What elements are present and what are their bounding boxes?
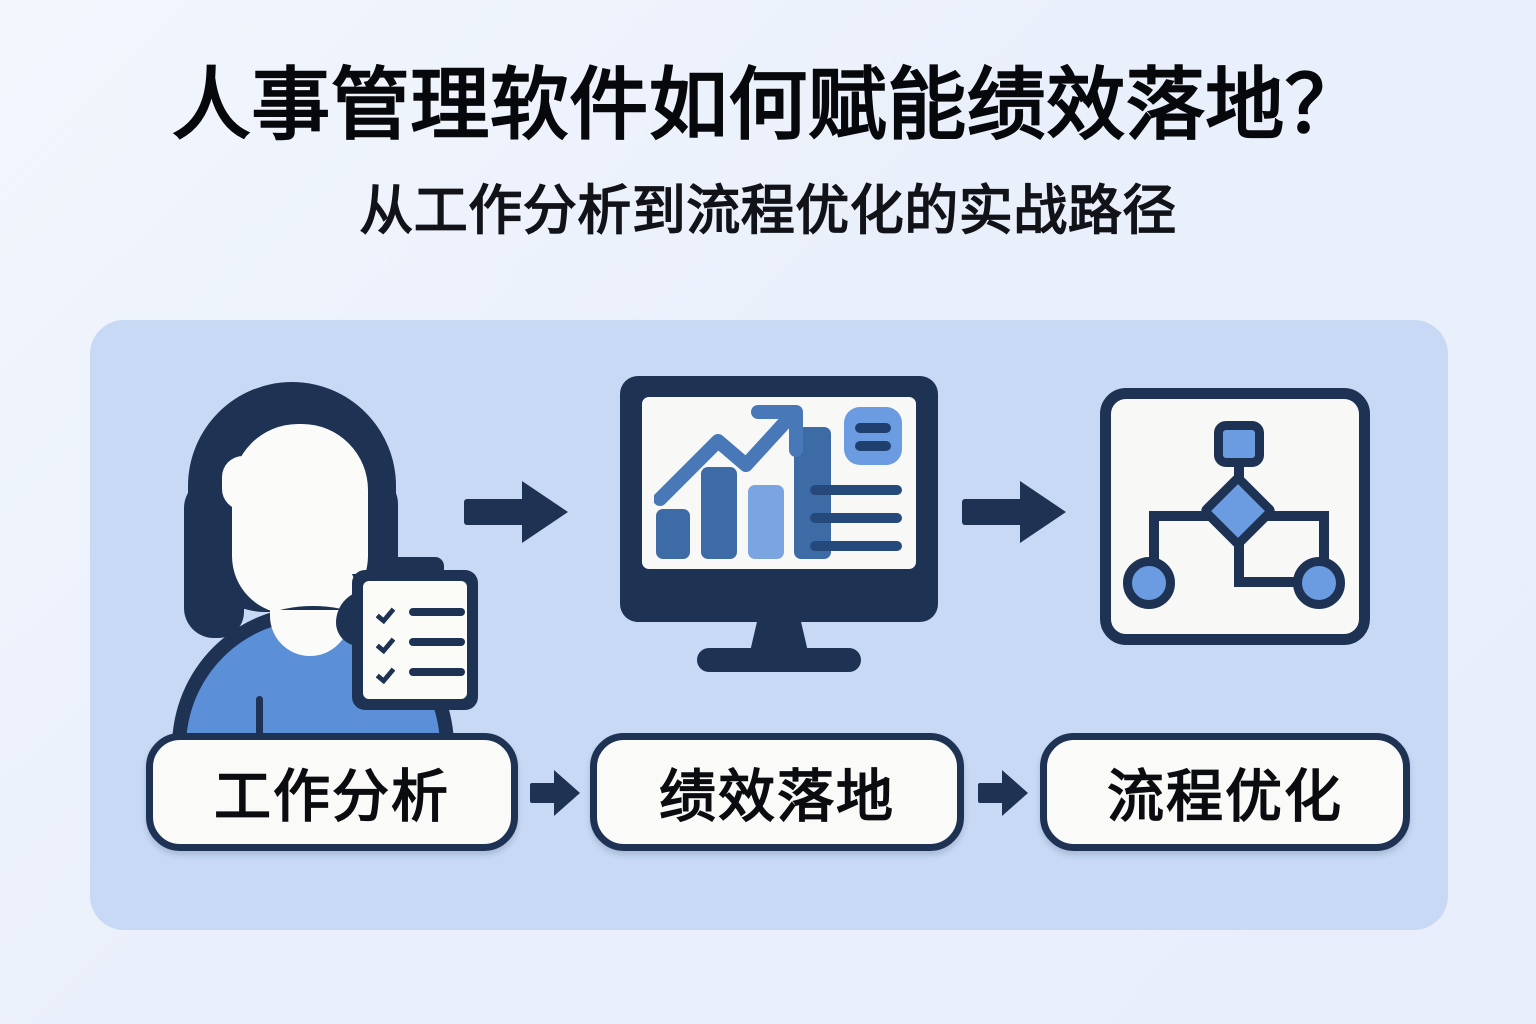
flow-connector xyxy=(1234,577,1324,587)
step-pill-work-analysis[interactable]: 工作分析 xyxy=(146,733,518,851)
checklist-line xyxy=(409,668,465,676)
step-pill-process-optimization[interactable]: 流程优化 xyxy=(1040,733,1410,851)
checklist-line xyxy=(409,608,465,616)
page-subtitle: 从工作分析到流程优化的实战路径 xyxy=(359,181,1177,241)
flowchart-icon xyxy=(1100,388,1370,645)
right-arrow-icon xyxy=(978,770,1028,816)
clipboard-checklist-icon xyxy=(352,557,478,710)
step-label: 流程优化 xyxy=(1107,765,1343,829)
clipboard-paper xyxy=(363,581,467,699)
side-text-line xyxy=(810,485,902,495)
step-pill-performance-delivery[interactable]: 绩效落地 xyxy=(590,733,964,851)
flow-node-circle-right xyxy=(1293,557,1345,609)
checklist-row xyxy=(379,605,465,621)
check-icon xyxy=(379,666,396,678)
checklist-row xyxy=(379,665,465,681)
flow-connector xyxy=(1234,531,1244,587)
arrow-shaft xyxy=(530,783,560,803)
monitor-dashboard-icon xyxy=(620,376,938,674)
monitor-frame xyxy=(620,376,938,622)
flow-node-square xyxy=(1214,421,1264,467)
arrow-head xyxy=(554,770,580,816)
arrow-head xyxy=(522,481,568,543)
arrow-shaft xyxy=(962,499,1030,525)
arrow-head xyxy=(1020,481,1066,543)
chart-bar xyxy=(701,467,737,559)
flow-node-circle-left xyxy=(1123,557,1175,609)
trend-line-icon xyxy=(654,405,803,506)
right-arrow-icon xyxy=(464,481,568,543)
step-label: 工作分析 xyxy=(214,765,450,829)
chart-bar xyxy=(748,485,784,559)
arrow-shaft xyxy=(464,499,532,525)
step-label: 绩效落地 xyxy=(659,765,895,829)
checklist-row xyxy=(379,635,465,651)
check-icon xyxy=(379,636,396,648)
side-text-line xyxy=(810,541,902,551)
monitor-screen xyxy=(642,397,916,569)
monitor-base xyxy=(697,648,861,672)
right-arrow-icon xyxy=(962,481,1066,543)
checklist-line xyxy=(409,638,465,646)
flow-connector xyxy=(1319,511,1329,573)
flow-connector xyxy=(1149,511,1159,573)
arrow-head xyxy=(1002,770,1028,816)
right-arrow-icon xyxy=(530,770,580,816)
shirt-seam-icon xyxy=(256,696,263,756)
check-icon xyxy=(379,606,396,618)
flow-node-diamond xyxy=(1198,471,1278,551)
clipboard-clip-icon xyxy=(386,557,444,585)
arrow-shaft xyxy=(978,783,1008,803)
side-card-icon xyxy=(844,407,902,465)
chart-bar xyxy=(656,509,690,559)
side-card-bar xyxy=(855,423,891,433)
page-title: 人事管理软件如何赋能绩效落地？ xyxy=(171,60,1365,149)
side-text-line xyxy=(810,513,902,523)
side-card-bar xyxy=(855,441,891,451)
